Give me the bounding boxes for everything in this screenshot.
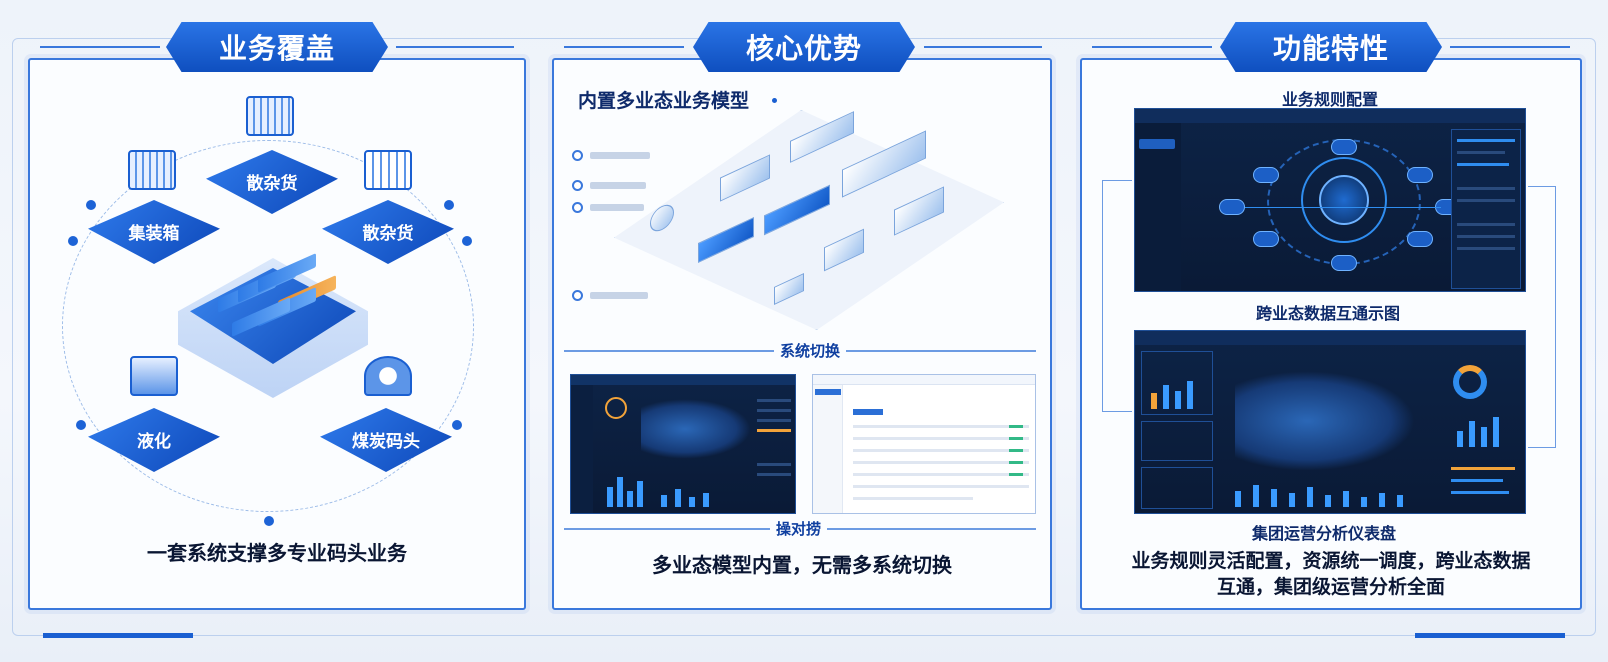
- warehouse-icon: [246, 96, 294, 136]
- cargo-box-icon: [364, 150, 412, 190]
- panel-title-features: 功能特性: [1220, 22, 1442, 72]
- advantage-caption: 多业态模型内置，无需多系统切换: [652, 553, 952, 577]
- connector-bracket: [1102, 180, 1132, 412]
- legend-line: [590, 204, 644, 211]
- connector-bracket: [1528, 186, 1556, 448]
- node-label: 散杂货: [246, 174, 298, 194]
- model-title: 内置多业态业务模型: [578, 90, 750, 112]
- interop-title: 跨业态数据互通示图: [1250, 300, 1407, 324]
- group-dashboard-screen: [1134, 330, 1526, 514]
- switch-label: 系统切换: [774, 340, 847, 361]
- node-bulk-right: 散杂货: [322, 200, 454, 264]
- tab-wing: [564, 46, 684, 48]
- legend-line: [590, 182, 646, 189]
- orbit-dot: [86, 200, 96, 210]
- coal-crane-icon: [364, 356, 412, 396]
- central-container-hub: [178, 238, 368, 408]
- legend-line: [590, 152, 650, 159]
- light-table-thumbnail: [812, 374, 1036, 514]
- node-label: 集装箱: [128, 224, 180, 244]
- node-label: 散杂货: [362, 224, 414, 244]
- rules-title: 业务规则配置: [1276, 86, 1385, 110]
- title-dot: [772, 98, 777, 103]
- legend-marker: [572, 150, 583, 161]
- orbit-dot: [76, 420, 86, 430]
- legend-line: [590, 292, 648, 299]
- orbit-dot: [452, 420, 462, 430]
- tab-wing: [40, 46, 160, 48]
- node-container: 集装箱: [88, 200, 220, 264]
- orbit-dot: [444, 200, 454, 210]
- orbit-dot: [68, 236, 78, 246]
- legend-marker: [572, 202, 583, 213]
- node-coal: 煤炭码头: [320, 408, 452, 472]
- features-caption-line1: 业务规则灵活配置，资源统一调度，跨业态数据: [1131, 550, 1531, 572]
- tab-wing: [924, 46, 1042, 48]
- node-label: 煤炭码头: [352, 432, 420, 452]
- node-bulk-top: 散杂货: [206, 150, 338, 214]
- liquid-tank-icon: [130, 356, 178, 396]
- dark-dashboard-thumbnail: [570, 374, 796, 514]
- tab-wing: [396, 46, 514, 48]
- panel-title-coverage: 业务覆盖: [166, 22, 388, 72]
- isometric-port-model: [614, 110, 1004, 330]
- node-label: 液化: [137, 432, 171, 452]
- tab-wing: [1092, 46, 1212, 48]
- legend-marker: [572, 290, 583, 301]
- container-ship-icon: [128, 150, 176, 190]
- node-liquid: 液化: [88, 408, 220, 472]
- legend-marker: [572, 180, 583, 191]
- switch-bottom-label: 操对捞: [770, 518, 828, 539]
- rules-config-screen: [1134, 108, 1526, 292]
- orbit-dot: [462, 236, 472, 246]
- orbit-dot: [264, 516, 274, 526]
- features-caption-line2: 互通，集团级运营分析全面: [1216, 576, 1445, 598]
- tab-wing: [1450, 46, 1570, 48]
- dashboard-title: 集团运营分析仪表盘: [1246, 520, 1403, 544]
- panel-title-advantage: 核心优势: [693, 22, 915, 72]
- coverage-caption: 一套系统支撑多专业码头业务: [147, 541, 407, 565]
- orbit-ring: [62, 140, 474, 512]
